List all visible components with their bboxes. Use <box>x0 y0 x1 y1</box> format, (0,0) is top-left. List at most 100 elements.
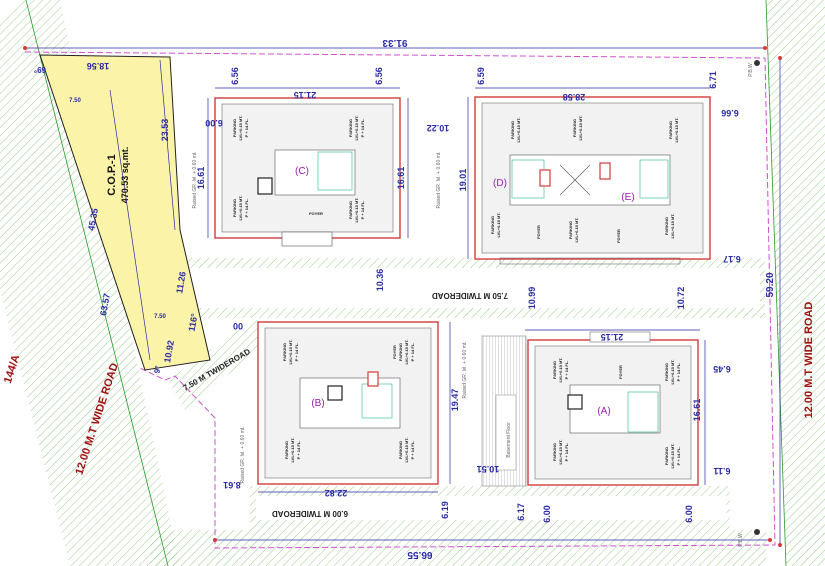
svg-text:LVL+0.15 MT.: LVL+0.15 MT. <box>516 118 521 143</box>
note-raised-de: Raised GR. lvl. + 0.60 mt. <box>436 151 442 208</box>
svg-text:FOYER: FOYER <box>616 229 621 243</box>
svg-text:PARKING: PARKING <box>568 221 573 239</box>
svg-text:PARKING: PARKING <box>284 441 289 459</box>
svg-text:P + 14 FL.: P + 14 FL. <box>410 343 415 362</box>
left-road-area <box>0 0 180 566</box>
svg-text:16.61: 16.61 <box>196 167 206 190</box>
right-road-label: 12.00 M.T WIDE ROAD <box>803 302 815 419</box>
svg-text:6.45: 6.45 <box>713 364 731 374</box>
building-de <box>474 96 711 265</box>
svg-text:P + 14 FL.: P + 14 FL. <box>564 361 569 380</box>
svg-text:59.20: 59.20 <box>765 272 776 297</box>
note-raised-a: Raised GR. lvl. + 0.60 mt. <box>462 341 468 398</box>
svg-text:PARKING: PARKING <box>664 217 669 235</box>
svg-text:P + 14 FL.: P + 14 FL. <box>244 199 249 218</box>
note-pbw-bottom: P.B.W <box>738 533 744 547</box>
svg-text:LVL+0.15 MT.: LVL+0.15 MT. <box>578 116 583 141</box>
svg-text:28.58: 28.58 <box>563 92 586 102</box>
svg-text:P + 14 FL.: P + 14 FL. <box>676 363 681 382</box>
svg-text:6.17: 6.17 <box>516 503 526 521</box>
svg-text:FOYER: FOYER <box>618 365 623 379</box>
svg-text:PARKING: PARKING <box>552 443 557 461</box>
svg-text:PARKING: PARKING <box>348 119 353 137</box>
svg-text:P + 14 FL.: P + 14 FL. <box>564 443 569 462</box>
svg-text:7.50: 7.50 <box>69 98 81 104</box>
svg-text:P + 14 FL.: P + 14 FL. <box>676 447 681 466</box>
building-b <box>257 321 439 485</box>
svg-text:PARKING: PARKING <box>664 363 669 381</box>
svg-text:PARKING: PARKING <box>398 441 403 459</box>
svg-text:6.19: 6.19 <box>440 501 450 519</box>
svg-text:9°: 9° <box>152 365 162 374</box>
svg-text:10.51: 10.51 <box>477 464 500 474</box>
svg-text:FOYER: FOYER <box>392 345 397 359</box>
internal-road-diag-area <box>168 318 270 410</box>
svg-text:8.61: 8.61 <box>223 480 241 490</box>
svg-text:69°: 69° <box>34 65 46 74</box>
svg-text:LVL+0.15 MT.: LVL+0.15 MT. <box>354 198 359 223</box>
svg-text:LVL+0.15 MT.: LVL+0.15 MT. <box>496 213 501 238</box>
building-e-label: (E) <box>621 192 634 203</box>
svg-text:16.61: 16.61 <box>692 399 702 422</box>
building-a-label: (A) <box>597 406 610 417</box>
svg-text:6.56: 6.56 <box>374 67 384 85</box>
svg-text:LVL+0.15 MT.: LVL+0.15 MT. <box>404 340 409 365</box>
svg-text:19.47: 19.47 <box>450 389 460 412</box>
svg-text:6.71: 6.71 <box>708 71 718 89</box>
svg-text:P + 14 FL.: P + 14 FL. <box>244 119 249 138</box>
svg-text:P + 14 FL.: P + 14 FL. <box>294 343 299 362</box>
svg-text:PARKING: PARKING <box>348 201 353 219</box>
cop-title: C.O.P.-1 <box>106 154 118 195</box>
svg-text:PARKING: PARKING <box>398 343 403 361</box>
svg-text:P + 14 FL.: P + 14 FL. <box>410 441 415 460</box>
internal-road-bottom-label: 6.00 M TWIDEROAD <box>272 509 348 518</box>
svg-text:6.56: 6.56 <box>230 67 240 85</box>
svg-text:00: 00 <box>233 321 243 331</box>
internal-road-top-label: 7.50 M TWIDEROAD <box>432 291 508 300</box>
svg-text:LVL+0.15 MT.: LVL+0.15 MT. <box>670 214 675 239</box>
svg-text:PARKING: PARKING <box>510 121 515 139</box>
cop-area <box>39 54 211 371</box>
svg-text:10.72: 10.72 <box>676 287 686 310</box>
svg-text:66.55: 66.55 <box>407 549 432 560</box>
svg-text:91.33: 91.33 <box>382 37 407 48</box>
svg-text:21.15: 21.15 <box>294 90 317 100</box>
building-c-label: (C) <box>295 166 309 177</box>
svg-text:63.57: 63.57 <box>98 293 112 317</box>
svg-text:10.36: 10.36 <box>375 269 385 292</box>
dimension-labels: 91.33 66.55 59.20 18.56 69° 23.53 45.35 … <box>34 37 776 560</box>
svg-text:PARKING: PARKING <box>664 447 669 465</box>
svg-text:FOYER: FOYER <box>536 225 541 239</box>
svg-text:LVL+0.15 MT.: LVL+0.15 MT. <box>354 116 359 141</box>
svg-text:6.00: 6.00 <box>684 505 694 523</box>
svg-text:LVL+0.15 MT.: LVL+0.15 MT. <box>238 116 243 141</box>
svg-text:10.99: 10.99 <box>527 287 537 310</box>
svg-text:6.17: 6.17 <box>723 254 741 264</box>
svg-text:P + 14 FL.: P + 14 FL. <box>360 201 365 220</box>
right-road-area <box>766 0 825 566</box>
svg-text:18.56: 18.56 <box>87 61 110 71</box>
svg-text:LVL+0.15 MT.: LVL+0.15 MT. <box>288 340 293 365</box>
svg-text:10.22: 10.22 <box>427 123 450 133</box>
svg-text:PARKING: PARKING <box>552 361 557 379</box>
svg-text:LVL+0.15 MT.: LVL+0.15 MT. <box>404 438 409 463</box>
svg-text:PARKING: PARKING <box>572 119 577 137</box>
svg-text:6.00: 6.00 <box>542 505 552 523</box>
svg-text:PARKING: PARKING <box>668 121 673 139</box>
svg-text:7.50: 7.50 <box>154 314 166 320</box>
svg-text:16.61: 16.61 <box>396 167 406 190</box>
svg-text:PARKING: PARKING <box>490 216 495 234</box>
svg-text:19.01: 19.01 <box>458 169 468 192</box>
svg-text:LVL+0.15 MT.: LVL+0.15 MT. <box>558 440 563 465</box>
cop-area-label: 470.53 sq.mt. <box>120 147 130 204</box>
svg-text:45.35: 45.35 <box>86 208 100 232</box>
svg-text:6.11: 6.11 <box>713 466 730 476</box>
building-c <box>214 97 401 247</box>
svg-text:21.15: 21.15 <box>601 332 624 342</box>
svg-text:LVL+0.15 MT.: LVL+0.15 MT. <box>574 218 579 243</box>
svg-text:22.82: 22.82 <box>325 488 348 498</box>
svg-text:LVL+0.15 MT.: LVL+0.15 MT. <box>670 444 675 469</box>
building-d-label: (D) <box>493 178 507 189</box>
building-b-label: (B) <box>311 398 324 409</box>
